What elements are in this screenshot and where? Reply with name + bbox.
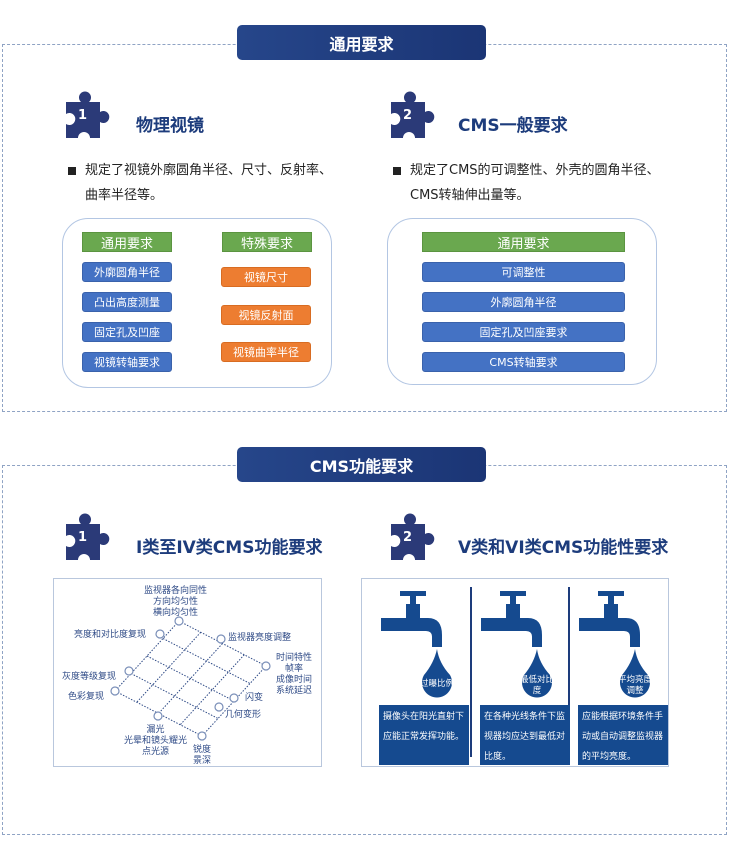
- bullet-text-line: CMS转轴伸出量等。: [410, 188, 530, 203]
- general-item: 固定孔及凹座: [82, 322, 172, 342]
- mesh-node: [110, 686, 120, 696]
- bullet-icon: [68, 167, 76, 175]
- class-i-iv-title: I类至IV类CMS功能要求: [136, 538, 323, 558]
- puzzle-number: 1: [78, 530, 88, 545]
- puzzle-number: 1: [78, 108, 88, 123]
- puzzle-icon: [387, 90, 437, 140]
- faucet-icon: [579, 591, 650, 698]
- general-item: 固定孔及凹座要求: [422, 322, 625, 342]
- column-divider: [470, 587, 472, 757]
- puzzle-icon: [62, 90, 112, 140]
- faucet-desc: 在各种光线条件下监视器均应达到最低对比度。: [480, 705, 570, 765]
- diagram-label: 灰度等级复现: [62, 672, 117, 682]
- general-header: 通用要求: [82, 232, 172, 252]
- mesh-line: [162, 638, 251, 684]
- diagram-label: 监视器亮度调整: [228, 633, 292, 643]
- mesh-node: [124, 666, 134, 676]
- diagram-label: 闪变: [245, 693, 264, 703]
- special-item: 视镜曲率半径: [221, 342, 311, 362]
- mesh-node: [214, 702, 224, 712]
- faucet-panel: 过曝比例 最低对比度 平均亮度调整 摄像头在阳光直射下应能正常发挥功能。 在各种…: [361, 578, 669, 767]
- section-banner: 通用要求: [237, 25, 486, 60]
- mesh-node: [229, 693, 239, 703]
- general-item: 可调整性: [422, 262, 625, 282]
- puzzle-number: 2: [403, 108, 413, 123]
- mesh-line: [201, 665, 267, 737]
- faucet-icon: [381, 591, 452, 698]
- mesh-node: [174, 616, 184, 626]
- mesh-line: [130, 673, 219, 719]
- drop-label: 最低对比度: [519, 675, 554, 696]
- mesh-node: [216, 634, 226, 644]
- drop-label: 过曝比例: [419, 679, 454, 689]
- faucet-desc: 应能根据环境条件手动或自动调整监视器的平均亮度。: [578, 705, 668, 765]
- special-header: 特殊要求: [222, 232, 312, 252]
- function-mesh-diagram: 监视器各向同性方向均匀性横向均匀性 亮度和对比度复现 监视器亮度调整 时间特性帧…: [53, 578, 322, 767]
- bullet-icon: [393, 167, 401, 175]
- mesh-line: [158, 643, 223, 714]
- puzzle-number: 2: [403, 530, 413, 545]
- class-v-vi-title: V类和VI类CMS功能性要求: [458, 538, 669, 558]
- general-item: 凸出高度测量: [82, 292, 172, 312]
- special-item: 视镜尺寸: [221, 267, 311, 287]
- mesh-node: [261, 661, 271, 671]
- mesh-line: [146, 655, 235, 702]
- general-item: 视镜转轴要求: [82, 352, 172, 372]
- cms-general-title: CMS一般要求: [458, 116, 568, 136]
- general-item: CMS转轴要求: [422, 352, 625, 372]
- bullet-text-line: 规定了CMS的可调整性、外壳的圆角半径、: [410, 163, 660, 178]
- mesh-line: [136, 631, 202, 703]
- section-banner: CMS功能要求: [237, 447, 486, 482]
- diagram-label-uniformity: 监视器各向同性方向均匀性横向均匀性: [144, 586, 208, 618]
- diagram-label-sharpness: 锐度景深: [193, 745, 212, 766]
- bullet-text-line: 规定了视镜外廓圆角半径、尺寸、反射率、: [85, 163, 333, 178]
- diagram-label: 几何变形: [225, 710, 262, 720]
- column-divider: [568, 587, 570, 757]
- faucet-desc: 摄像头在阳光直射下应能正常发挥功能。: [379, 705, 469, 765]
- general-item: 外廓圆角半径: [422, 292, 625, 312]
- general-header: 通用要求: [422, 232, 625, 252]
- puzzle-icon: [62, 512, 112, 562]
- bullet-text-line: 曲率半径等。: [85, 188, 164, 203]
- diagram-label: 色彩复现: [68, 692, 105, 702]
- physical-mirror-title: 物理视镜: [136, 116, 204, 136]
- special-item: 视镜反射面: [221, 305, 311, 325]
- diagram-label-leak: 漏光光晕和镜头耀光点光源: [124, 725, 188, 757]
- mesh-grid: [110, 616, 271, 741]
- mesh-node: [155, 629, 165, 639]
- mesh-line: [114, 620, 180, 692]
- puzzle-icon: [387, 512, 437, 562]
- general-item: 外廓圆角半径: [82, 262, 172, 282]
- diagram-label: 亮度和对比度复现: [74, 630, 147, 640]
- drop-label: 平均亮度调整: [617, 675, 652, 696]
- faucet-icon: [481, 591, 552, 698]
- mesh-node: [197, 731, 207, 741]
- diagram-label-time: 时间特性帧率成像时间系统延迟: [276, 653, 313, 696]
- mesh-node: [153, 711, 163, 721]
- mesh-line: [179, 654, 245, 726]
